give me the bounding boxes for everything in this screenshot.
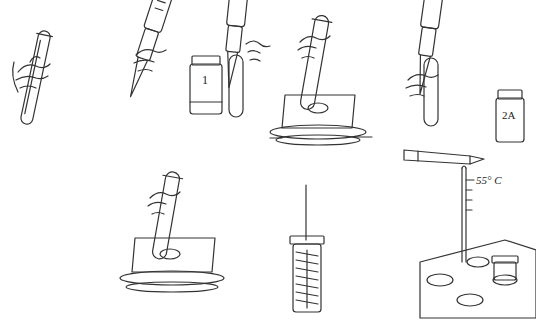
callout-label: 1 — [202, 74, 208, 86]
callout-label: 2A — [502, 110, 515, 121]
callout-label: 55° C — [476, 175, 502, 186]
